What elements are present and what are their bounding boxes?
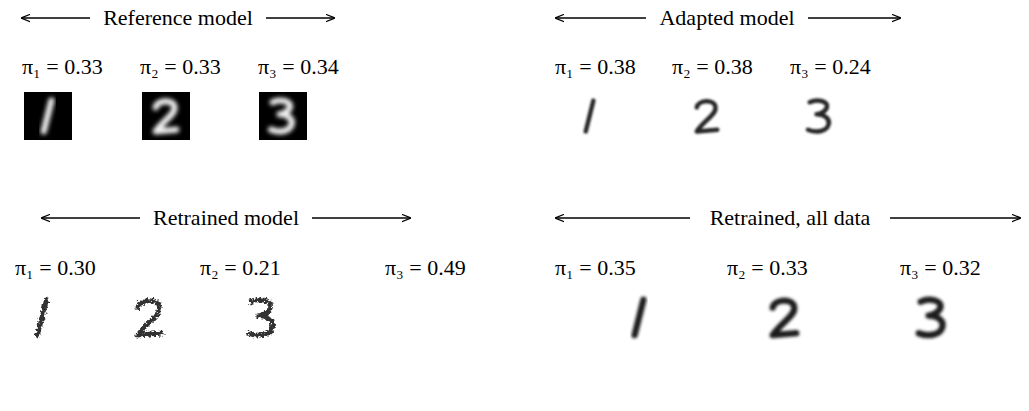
span-arrow <box>890 217 1020 218</box>
span-arrow <box>556 217 690 218</box>
component-image <box>697 101 718 131</box>
span-arrow <box>556 17 646 18</box>
component-image <box>24 92 72 140</box>
span-arrow <box>42 217 140 218</box>
component-image <box>138 301 162 335</box>
mixture-weight: π₃ = 0.49 <box>385 255 466 281</box>
panel-heading: Retrained, all data <box>710 205 871 231</box>
component-image <box>259 92 307 140</box>
mixture-weight: π₂ = 0.21 <box>200 255 281 281</box>
mixture-weight: π₁ = 0.30 <box>15 255 96 281</box>
retrained-components <box>38 300 273 335</box>
mixture-weight: π₃ = 0.24 <box>790 54 871 80</box>
reference-components <box>24 92 307 140</box>
component-image <box>773 301 797 335</box>
mixture-weight: π₃ = 0.34 <box>258 54 339 80</box>
mixture-weight: π₂ = 0.38 <box>672 54 753 80</box>
component-image <box>808 101 829 132</box>
component-image <box>38 300 47 335</box>
component-image <box>919 300 943 335</box>
span-arrow <box>808 17 900 18</box>
panel-heading: Retrained model <box>153 205 299 231</box>
span-arrow <box>266 17 334 18</box>
mixture-weight: π₁ = 0.33 <box>22 54 103 80</box>
retrained-all-components <box>635 300 943 335</box>
component-image <box>635 300 644 335</box>
mixture-weight: π₁ = 0.35 <box>555 255 636 281</box>
mixture-weight: π₃ = 0.32 <box>900 255 981 281</box>
span-arrow <box>22 17 90 18</box>
mixture-weight: π₁ = 0.38 <box>555 54 636 80</box>
component-image <box>586 101 594 132</box>
component-image <box>249 300 273 335</box>
mixture-weight: π₂ = 0.33 <box>727 255 808 281</box>
mixture-weight: π₂ = 0.33 <box>140 54 221 80</box>
span-arrows <box>22 18 1020 218</box>
panel-heading: Reference model <box>103 5 253 31</box>
panel-heading: Adapted model <box>659 5 794 31</box>
adapted-components <box>586 101 829 132</box>
span-arrow <box>312 217 410 218</box>
component-image <box>142 92 190 140</box>
